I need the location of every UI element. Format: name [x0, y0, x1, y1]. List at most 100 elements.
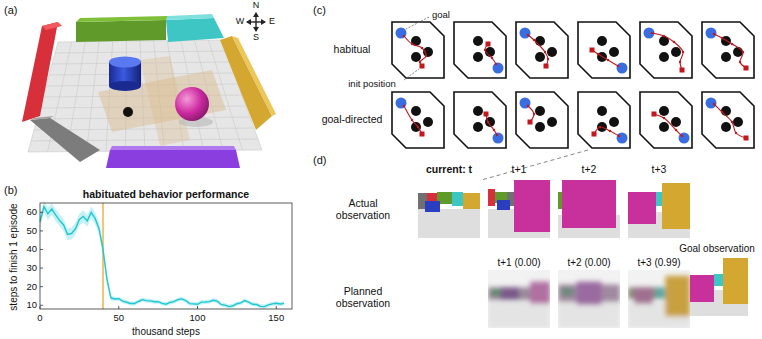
y-tick	[40, 305, 43, 306]
observation-image	[628, 270, 690, 328]
label-slot: S	[253, 33, 259, 43]
goal-dot	[493, 133, 504, 144]
trajectory-point	[533, 113, 535, 115]
trajectory-point	[742, 51, 744, 53]
trajectory-point	[731, 43, 733, 45]
row-label: Actual observation	[327, 198, 399, 221]
obstacle-dot	[597, 106, 607, 116]
map-outline	[392, 92, 444, 148]
label-slot: t+1 (0.00)	[497, 257, 540, 268]
y-tick	[40, 286, 43, 287]
obstacle-dot	[535, 106, 545, 116]
map-outline	[702, 92, 754, 148]
tick-label: 150	[268, 313, 284, 323]
obstacle-dot	[411, 36, 421, 46]
cylinder-top	[109, 57, 141, 68]
sky	[686, 258, 748, 316]
chart-title: habituated behavior performance	[83, 189, 249, 201]
observation-pixels	[488, 180, 550, 238]
sphere	[175, 87, 209, 121]
wall-grey-top	[30, 116, 54, 120]
obstacle-dot	[411, 52, 421, 62]
map	[702, 22, 754, 78]
row-label: habitual	[334, 44, 371, 56]
label-slot: 20	[26, 281, 37, 291]
wall-grey	[30, 118, 100, 162]
observation-pixels	[628, 183, 690, 238]
trajectory-point	[713, 33, 715, 35]
pixel-region	[628, 192, 656, 224]
sky	[628, 270, 690, 328]
trajectory-point	[735, 132, 737, 134]
x-tick	[118, 306, 119, 309]
map	[702, 92, 754, 148]
label-slot: 150	[268, 313, 284, 323]
trajectory-point	[533, 39, 535, 41]
wall-gold-top	[232, 36, 276, 116]
goal-dot	[520, 28, 531, 39]
observation-image	[686, 258, 748, 316]
label-slot: 0	[37, 313, 42, 323]
obstacle-dot	[473, 106, 483, 116]
map-outline	[640, 92, 692, 148]
map	[392, 92, 444, 148]
map-outline	[516, 92, 568, 148]
y-tick	[40, 230, 43, 231]
label-slot: 10	[26, 300, 37, 310]
pixel-region	[418, 209, 480, 238]
trajectory-point	[547, 58, 549, 60]
init-marker	[420, 132, 425, 137]
label-slot: current: t	[426, 164, 472, 176]
label-slot: habitual	[334, 44, 371, 56]
map-outline	[454, 22, 506, 78]
axes-box	[40, 203, 292, 309]
wall-green	[76, 20, 166, 42]
label-slot: Goal observation	[679, 243, 755, 254]
trajectory-point	[609, 130, 611, 132]
observation-image	[488, 270, 550, 328]
label-slot: Planned observation	[327, 286, 399, 309]
init-marker	[652, 112, 657, 117]
label-slot: (b)	[4, 184, 17, 196]
goal-dot	[617, 133, 628, 144]
pixel-region	[558, 302, 620, 328]
tick-label: 50	[26, 226, 37, 236]
label-slot: Actual observation	[327, 198, 399, 221]
obstacle-dot	[473, 36, 483, 46]
init-marker	[590, 48, 595, 53]
map	[516, 92, 568, 148]
pixel-region	[714, 274, 725, 286]
y-tick	[40, 268, 43, 269]
map	[454, 92, 506, 148]
trajectory-point	[403, 35, 405, 37]
callout-label: init position	[348, 79, 396, 89]
label-slot: init position	[348, 79, 396, 89]
compass-letter: E	[269, 17, 275, 27]
observation-pixels	[558, 282, 620, 328]
column-header: current: t	[426, 164, 472, 176]
label-slot: N	[253, 1, 260, 11]
pixel-region	[488, 302, 550, 328]
label-slot: goal-directed	[322, 114, 383, 126]
label-slot: (c)	[313, 4, 326, 16]
trajectory	[528, 35, 548, 66]
obstacle-dot	[535, 36, 545, 46]
map	[578, 22, 630, 78]
trajectory-point	[417, 126, 419, 128]
tick-label: 10	[26, 300, 37, 310]
compass-head	[253, 12, 259, 17]
column-header: t+3 (0.99)	[637, 257, 680, 268]
obstacle-dot	[535, 52, 545, 62]
tick-label: 20	[26, 281, 37, 291]
obstacle-dot	[659, 106, 669, 116]
trajectory-point	[663, 117, 665, 119]
map	[640, 22, 692, 78]
pixel-region	[497, 200, 509, 210]
tick-label: 0	[37, 313, 42, 323]
label-slot: habituated behavior performance	[83, 189, 249, 201]
column-header: t+2	[582, 164, 597, 176]
panel-label: (a)	[4, 4, 17, 16]
zoom-leader	[478, 150, 588, 181]
label-slot: t+1	[512, 164, 527, 176]
wall-red-top	[42, 22, 62, 30]
